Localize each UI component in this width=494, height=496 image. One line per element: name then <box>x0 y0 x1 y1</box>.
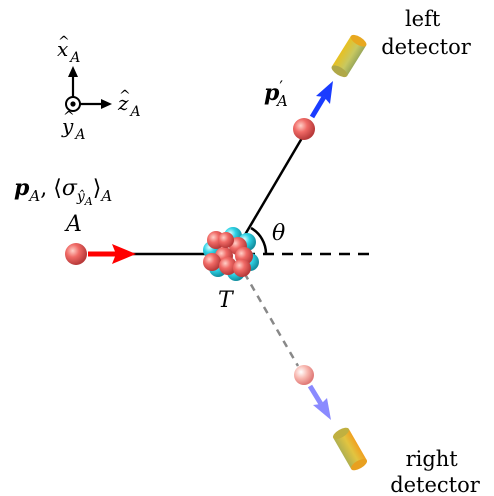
right-arrow-shaft <box>307 384 324 406</box>
left-detector-label: left detector <box>381 7 472 59</box>
outgoing-momentum-label: p′A <box>264 77 288 110</box>
coordinate-axes <box>65 66 112 112</box>
z-axis-hat: ^ <box>119 88 131 104</box>
angle-arc <box>250 226 268 255</box>
incoming-particle <box>65 243 87 265</box>
right-arrow-icon <box>313 398 331 420</box>
right-detector-label: right detector <box>390 447 481 496</box>
x-axis-hat: ^ <box>58 34 70 50</box>
scattered-particle <box>293 118 315 140</box>
outgoing-arrow-icon <box>316 81 333 104</box>
z-axis-arrowhead-icon <box>101 99 112 109</box>
incoming-spin-label: pA,⟨σŷA⟩A <box>14 175 112 208</box>
target-label: T <box>218 288 235 313</box>
right-track-dashed-line <box>236 261 300 367</box>
y-axis-hat: ^ <box>63 109 75 125</box>
incoming-arrow-icon <box>112 244 136 264</box>
incoming-particle-label: A <box>64 212 82 237</box>
left-detector-icon <box>331 34 367 78</box>
right-particle <box>294 365 314 385</box>
outgoing-arrow-shaft <box>309 95 327 119</box>
scattered-track-line <box>234 137 304 251</box>
x-axis-arrowhead-icon <box>68 66 78 77</box>
target-nucleus <box>203 227 259 281</box>
right-detector-icon <box>332 427 368 471</box>
angle-label: θ <box>272 221 285 246</box>
